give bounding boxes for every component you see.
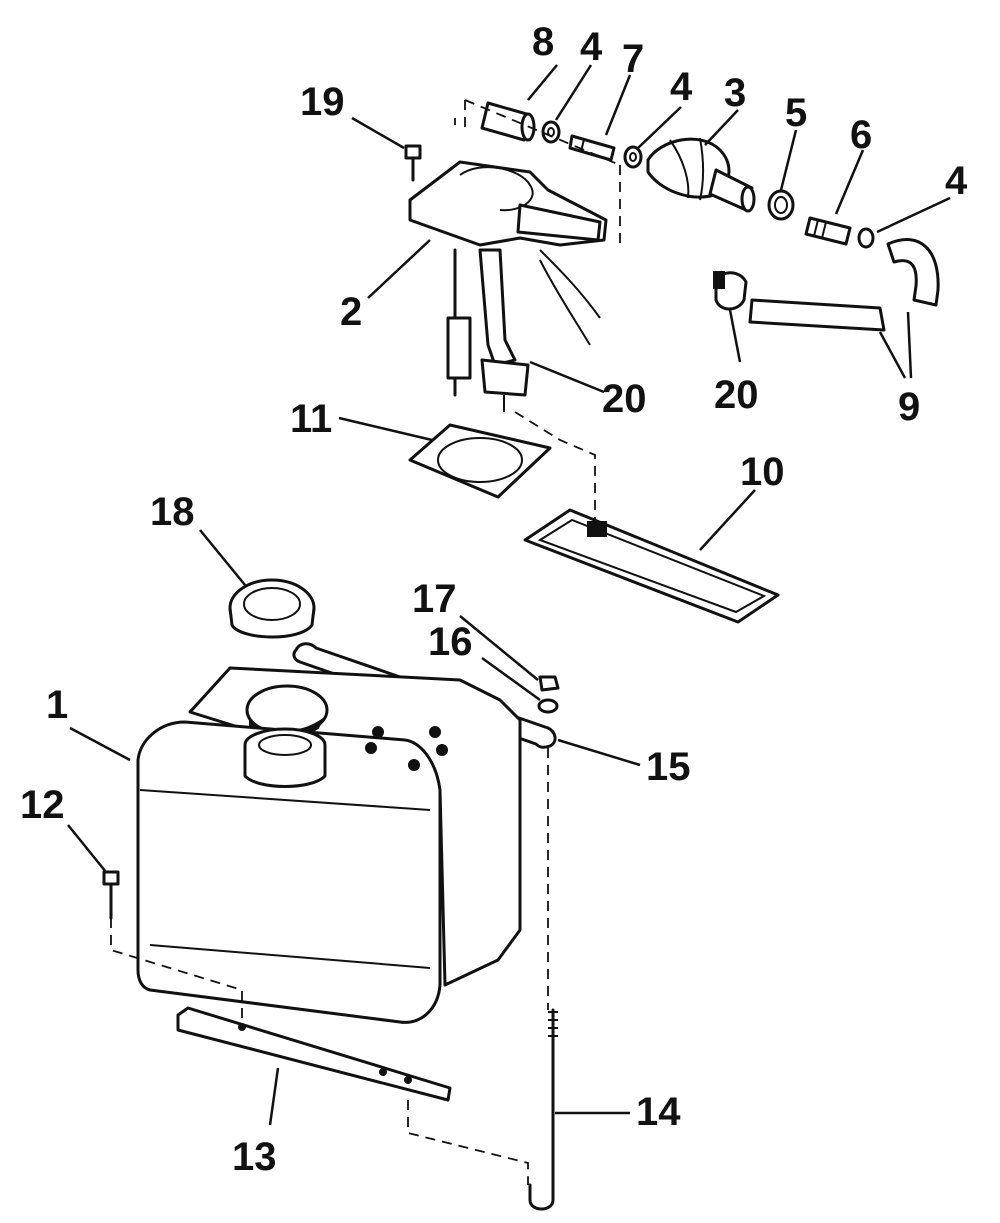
part-6-connector xyxy=(804,216,852,246)
part-17-nut xyxy=(538,675,560,692)
part-4-washer-a xyxy=(541,120,561,144)
callout-8: 8 xyxy=(532,20,554,64)
callout-7: 7 xyxy=(622,37,644,81)
part-16-washer xyxy=(537,698,559,714)
part-8-hose-sleeve xyxy=(480,101,536,142)
part-19-screw xyxy=(404,144,422,182)
leader-lines xyxy=(67,64,951,1126)
callout-18: 18 xyxy=(150,490,195,534)
part-4-washer-c xyxy=(857,227,875,249)
part-2-pickup-assembly xyxy=(408,160,608,412)
part-20-hose-clamp xyxy=(713,271,748,311)
callout-16: 16 xyxy=(428,620,473,664)
callout-2: 2 xyxy=(340,290,362,334)
part-13-bracket xyxy=(176,1006,452,1102)
callout-11: 11 xyxy=(290,397,332,441)
part-10-mounting-plate xyxy=(523,508,780,624)
part-7-fitting xyxy=(568,134,616,162)
callout-20-left: 20 xyxy=(602,377,647,421)
callout-4-top-left: 4 xyxy=(580,25,603,69)
callout-10: 10 xyxy=(740,450,785,494)
callout-9: 9 xyxy=(898,385,920,429)
callout-1: 1 xyxy=(46,683,68,727)
part-14-j-bolt xyxy=(528,1008,558,1211)
callout-6: 6 xyxy=(850,113,872,157)
part-4-washer-b xyxy=(623,145,643,169)
callout-4-right: 4 xyxy=(945,159,968,203)
part-5-clamp xyxy=(767,189,795,221)
callout-13: 13 xyxy=(232,1135,277,1179)
callout-15: 15 xyxy=(646,745,691,789)
callout-17: 17 xyxy=(412,577,457,621)
callout-4-top-middle: 4 xyxy=(670,65,693,109)
part-18-fuel-cap xyxy=(228,578,316,639)
callout-14: 14 xyxy=(636,1090,681,1134)
part-9-fuel-hose xyxy=(748,238,940,332)
callout-12: 12 xyxy=(20,783,65,827)
part-1-fuel-tank xyxy=(136,666,522,1024)
callout-3: 3 xyxy=(724,71,746,115)
part-11-gasket xyxy=(408,423,552,499)
callout-20-right: 20 xyxy=(714,373,759,417)
part-12-screw xyxy=(102,870,120,920)
callout-19: 19 xyxy=(300,80,345,124)
part-3-primer-bulb xyxy=(646,137,756,213)
callout-5: 5 xyxy=(785,91,807,135)
